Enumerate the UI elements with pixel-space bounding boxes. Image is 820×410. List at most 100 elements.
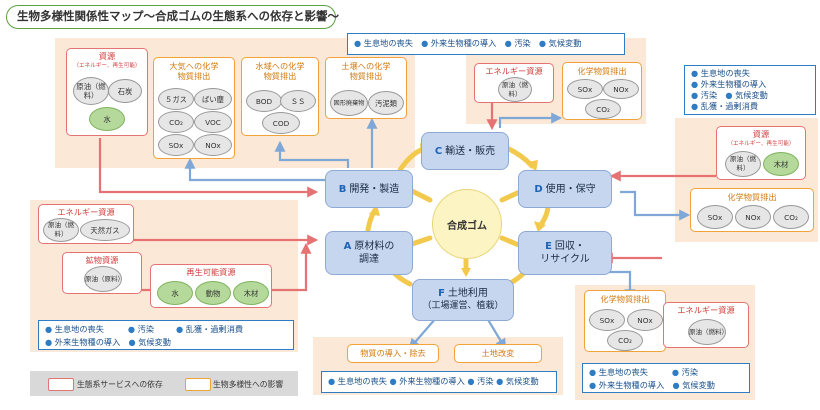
box-title: 鉱物資源 [85,255,119,265]
emission-item: CO₂ [585,99,621,119]
box-title: 化学物質排出 [727,192,777,202]
node-label: リサイクル [540,254,590,265]
legend-impact-label: 生物多様性への影響 [213,380,284,389]
pressure-box-bottom: ● 生息地の喪失 ● 外来生物種の導入 ● 汚染 ● 気候変動 [321,371,557,393]
energy-box-e: エネルギー資源 原油（燃料） [663,302,749,348]
pressure-item: 外来生物種の導入 [700,79,767,89]
resource-gas: 天然ガス [80,219,130,241]
resource-box-b: 資源 （エネルギー、再生可能） 原油（燃料） 石炭 水 [66,48,148,136]
node-letter: E [545,241,552,252]
pressure-item: 汚染 [477,376,494,386]
pressure-box-left: ● 生息地の喪失● 汚染● 乱獲・過剰消費 ● 外来生物種の導入 ● 気候変動 [38,320,294,350]
resource-oil: 原油（燃料） [73,77,109,105]
node-label: 開発・製造 [349,183,400,195]
node-letter: C [434,145,443,157]
emission-item: NOx [735,205,771,229]
node-label: 回収・ [554,241,585,252]
resource-water: 水 [157,281,193,305]
pressure-item: 生息地の喪失 [363,38,413,48]
node-label: （工場運営、植栽） [422,301,504,311]
emission-item: NOx [194,134,232,156]
emission-item: SOx [589,309,625,331]
box-title: 化学物質排出 [577,66,627,76]
resource-oil: 原油（原料） [84,266,124,292]
emission-item: SOx [567,79,603,99]
emission-item: VOC [194,111,232,133]
box-title: 大気への化学 [169,61,219,71]
box-title: エネルギー資源 [57,207,115,217]
resource-wood: 木材 [233,281,269,305]
soil-emission-box: 土壌への化学 物質排出 固形廃棄物 汚泥類 [325,57,407,119]
pressure-item: 気候変動 [505,376,539,386]
resource-oil: 原油（燃料） [725,151,761,177]
pressure-item: 生息地の喪失 [337,376,387,386]
land-impact-box-2: 土地改変 [454,344,542,363]
box-title: 物質排出 [263,71,297,81]
pressure-box-right: ● 生息地の喪失 ● 外来生物種の導入 ● 汚染 ● 気候変動 ● 乱獲・過剰消… [684,65,816,115]
emission-item: ばい塵 [194,88,232,110]
node-label: 輸送・販売 [445,145,496,157]
legend-dependency-label: 生態系サービスへの依存 [77,380,163,389]
center-node: 合成ゴム [432,189,502,259]
resource-oil: 原油（燃料） [43,218,79,242]
emission-item: SOx [697,205,733,229]
chem-box-c: 化学物質排出 SOx NOx CO₂ [562,62,642,120]
box-title: 土壌への化学 [341,61,391,71]
land-impact-box-1: 物質の導入・除去 [347,344,439,363]
node-label: 土地利用 [447,288,488,299]
emission-item: NOx [603,79,639,99]
legend [30,371,298,396]
air-emission-box: 大気への化学 物質排出 ５ガス ばい塵 CO₂ VOC SOx NOx [153,57,235,159]
box-subtitle: （エネルギー、再生可能） [727,141,795,147]
resource-wood: 木材 [763,152,799,176]
energy-box-c: エネルギー資源 原油（燃料） [474,63,554,103]
pressure-item: 生息地の喪失 [598,367,648,377]
energy-box-a: エネルギー資源 原油（燃料） 天然ガス [38,204,134,244]
emission-item: SOx [158,134,194,156]
emission-item: NOx [627,309,663,331]
chem-box-d: 化学物質排出 SOx NOx CO₂ [690,188,814,232]
pressure-item: 外来生物種の導入 [430,38,497,48]
box-title: 再生可能資源 [186,267,236,277]
page-title: 生物多様性関係性マップ〜合成ゴムの生態系への依存と影響〜 [6,5,339,29]
emission-item: CO₂ [773,205,809,229]
emission-item: COD [262,112,300,134]
pressure-item: 気候変動 [138,337,171,347]
pressure-item: 気候変動 [735,90,768,100]
legend-dependency-swatch [48,378,74,391]
resource-oil: 原油（燃料） [498,77,532,102]
emission-item: 固形廃棄物 [330,90,368,116]
emission-item: CO₂ [158,111,194,133]
pressure-item: 乱獲・過剰消費 [185,324,244,334]
pressure-item: 汚染 [700,90,718,100]
box-subtitle: （エネルギー、再生可能） [73,63,141,69]
node-letter: F [438,288,445,299]
pressure-item: 乱獲・過剰消費 [700,101,759,111]
node-label: 原材料の [354,241,395,252]
mineral-box-a: 鉱物資源 原油（原料） [62,252,142,294]
impact-arrows [184,112,691,350]
pressure-item: 汚染 [137,324,155,334]
node-letter: A [343,241,352,252]
pressure-item: 気候変動 [548,38,582,48]
node-letter: D [534,183,543,195]
emission-item: ５ガス [158,88,194,110]
node-letter: B [338,183,347,195]
legend-impact-swatch [185,378,211,391]
resource-box-d: 資源 （エネルギー、再生可能） 原油（燃料） 木材 [716,126,806,180]
emission-item: BOD [246,90,282,112]
resource-coal: 石炭 [108,79,142,103]
chem-box-e: 化学物質排出 SOx NOx CO₂ [584,290,666,352]
pressure-item: 気候変動 [682,380,715,390]
box-title: エネルギー資源 [485,66,543,76]
emission-item: ＳＳ [280,90,316,112]
pressure-box-bottom-right: ● 生息地の喪失● 汚染 ● 外来生物種の導入 ● 気候変動 [582,363,750,393]
water-emission-box: 水域への化学 物質排出 BOD ＳＳ COD [241,57,319,136]
pressure-item: 汚染 [681,367,699,377]
resource-animal: 動物 [195,281,231,305]
emission-item: CO₂ [607,330,643,351]
